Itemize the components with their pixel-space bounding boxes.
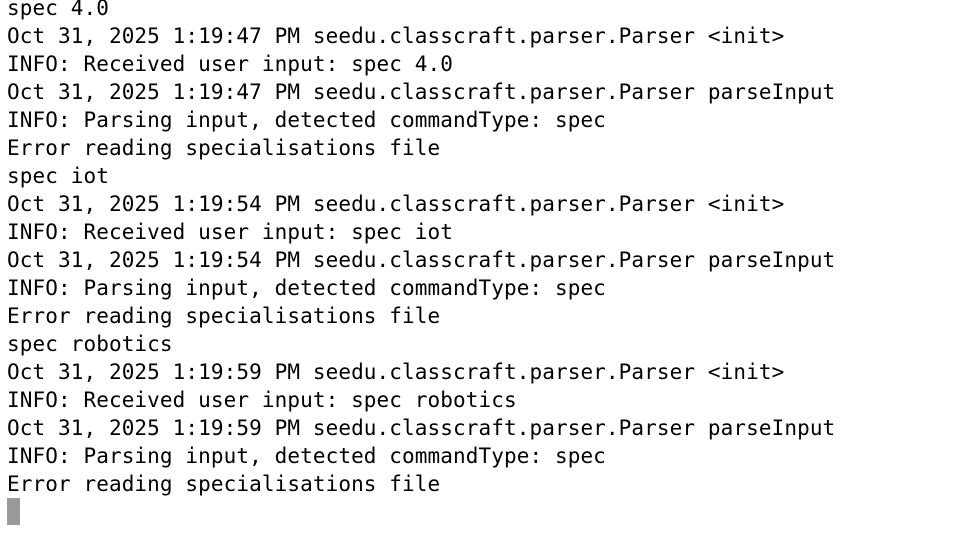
terminal-line: Oct 31, 2025 1:19:59 PM seedu.classcraft… bbox=[7, 416, 836, 440]
terminal-line: Oct 31, 2025 1:19:54 PM seedu.classcraft… bbox=[7, 192, 785, 216]
terminal-line: Oct 31, 2025 1:19:54 PM seedu.classcraft… bbox=[7, 248, 836, 272]
terminal-line: spec 4.0 bbox=[7, 0, 109, 20]
terminal-output: spec 4.0 Oct 31, 2025 1:19:47 PM seedu.c… bbox=[7, 0, 835, 498]
terminal-line: INFO: Received user input: spec iot bbox=[7, 220, 454, 244]
terminal-input-line[interactable] bbox=[7, 498, 20, 526]
terminal-line: Oct 31, 2025 1:19:47 PM seedu.classcraft… bbox=[7, 80, 836, 104]
terminal-line: Error reading specialisations file bbox=[7, 136, 441, 160]
terminal-line: Error reading specialisations file bbox=[7, 304, 441, 328]
terminal-line: spec iot bbox=[7, 164, 109, 188]
terminal-line: Oct 31, 2025 1:19:47 PM seedu.classcraft… bbox=[7, 24, 785, 48]
terminal-line: Error reading specialisations file bbox=[7, 472, 441, 496]
text-cursor bbox=[7, 498, 20, 525]
terminal-line: spec robotics bbox=[7, 332, 173, 356]
terminal-line: Oct 31, 2025 1:19:59 PM seedu.classcraft… bbox=[7, 360, 785, 384]
terminal-line: INFO: Received user input: spec robotics bbox=[7, 388, 517, 412]
terminal-line: INFO: Parsing input, detected commandTyp… bbox=[7, 444, 606, 468]
terminal-line: INFO: Received user input: spec 4.0 bbox=[7, 52, 454, 76]
terminal-line: INFO: Parsing input, detected commandTyp… bbox=[7, 108, 606, 132]
terminal-line: INFO: Parsing input, detected commandTyp… bbox=[7, 276, 606, 300]
